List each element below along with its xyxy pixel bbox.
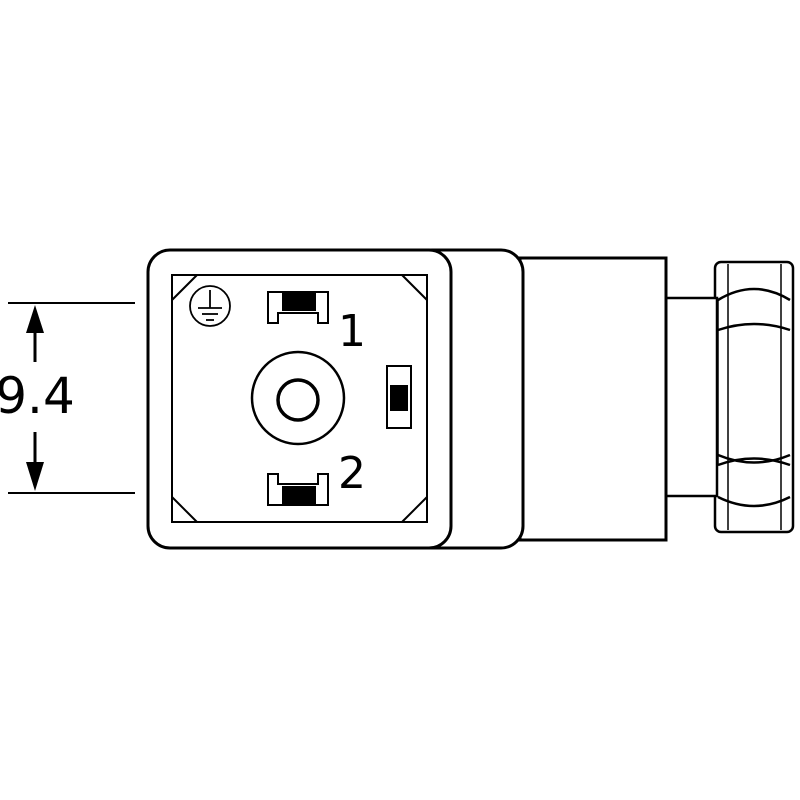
- rear-housing: [518, 256, 668, 542]
- side-contact: [386, 365, 412, 429]
- cable-gland-neck: [661, 296, 719, 498]
- pin-2-label: 2: [338, 448, 366, 499]
- dimension-extension-lines: [8, 302, 135, 494]
- pin-2-contact: [267, 473, 329, 506]
- dimension-arrow-bottom: [26, 462, 44, 491]
- cable-gland-nut: [713, 260, 795, 534]
- ground-symbol-icon: [189, 285, 231, 327]
- pin-1-label: 1: [338, 306, 366, 357]
- dimension-arrow-top: [26, 305, 44, 333]
- front-face-inner: [171, 274, 428, 523]
- center-screw: [250, 350, 346, 446]
- pin-1-contact: [267, 291, 329, 324]
- dimension-arrows: [26, 305, 44, 491]
- dimension-label: 9.4: [0, 367, 75, 425]
